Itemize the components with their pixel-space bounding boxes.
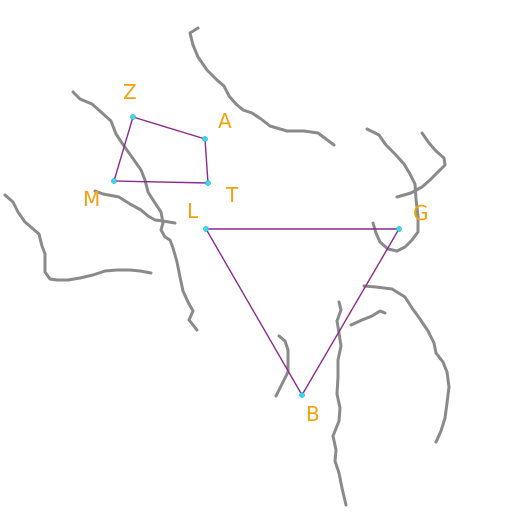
label-t: T [225, 183, 239, 207]
river-line-10 [274, 334, 290, 398]
river-line-5 [365, 127, 420, 253]
river-line-9 [349, 309, 387, 327]
label-g: G [413, 201, 429, 225]
river-line-2 [71, 90, 199, 332]
point-l [203, 226, 209, 232]
point-t [205, 180, 211, 186]
river-line-6 [395, 131, 447, 199]
label-z: Z [123, 80, 137, 104]
label-a: A [218, 109, 232, 133]
background-lines [3, 26, 451, 507]
label-l: L [187, 199, 199, 223]
river-line-7 [362, 284, 451, 444]
label-m: M [83, 187, 100, 211]
vertices [111, 114, 402, 398]
point-g [396, 226, 402, 232]
vertex-labels: Z A T M L G B [83, 80, 429, 426]
river-line-3 [93, 189, 177, 225]
triangle-lgb [204, 228, 401, 397]
point-m [111, 178, 117, 184]
point-a [202, 136, 208, 142]
river-line-4 [3, 193, 153, 282]
river-line-8 [331, 300, 348, 507]
label-b: B [306, 402, 320, 426]
triangle-outline [204, 228, 401, 397]
river-line-1 [188, 26, 336, 147]
point-z [130, 114, 136, 120]
point-b [299, 392, 305, 398]
